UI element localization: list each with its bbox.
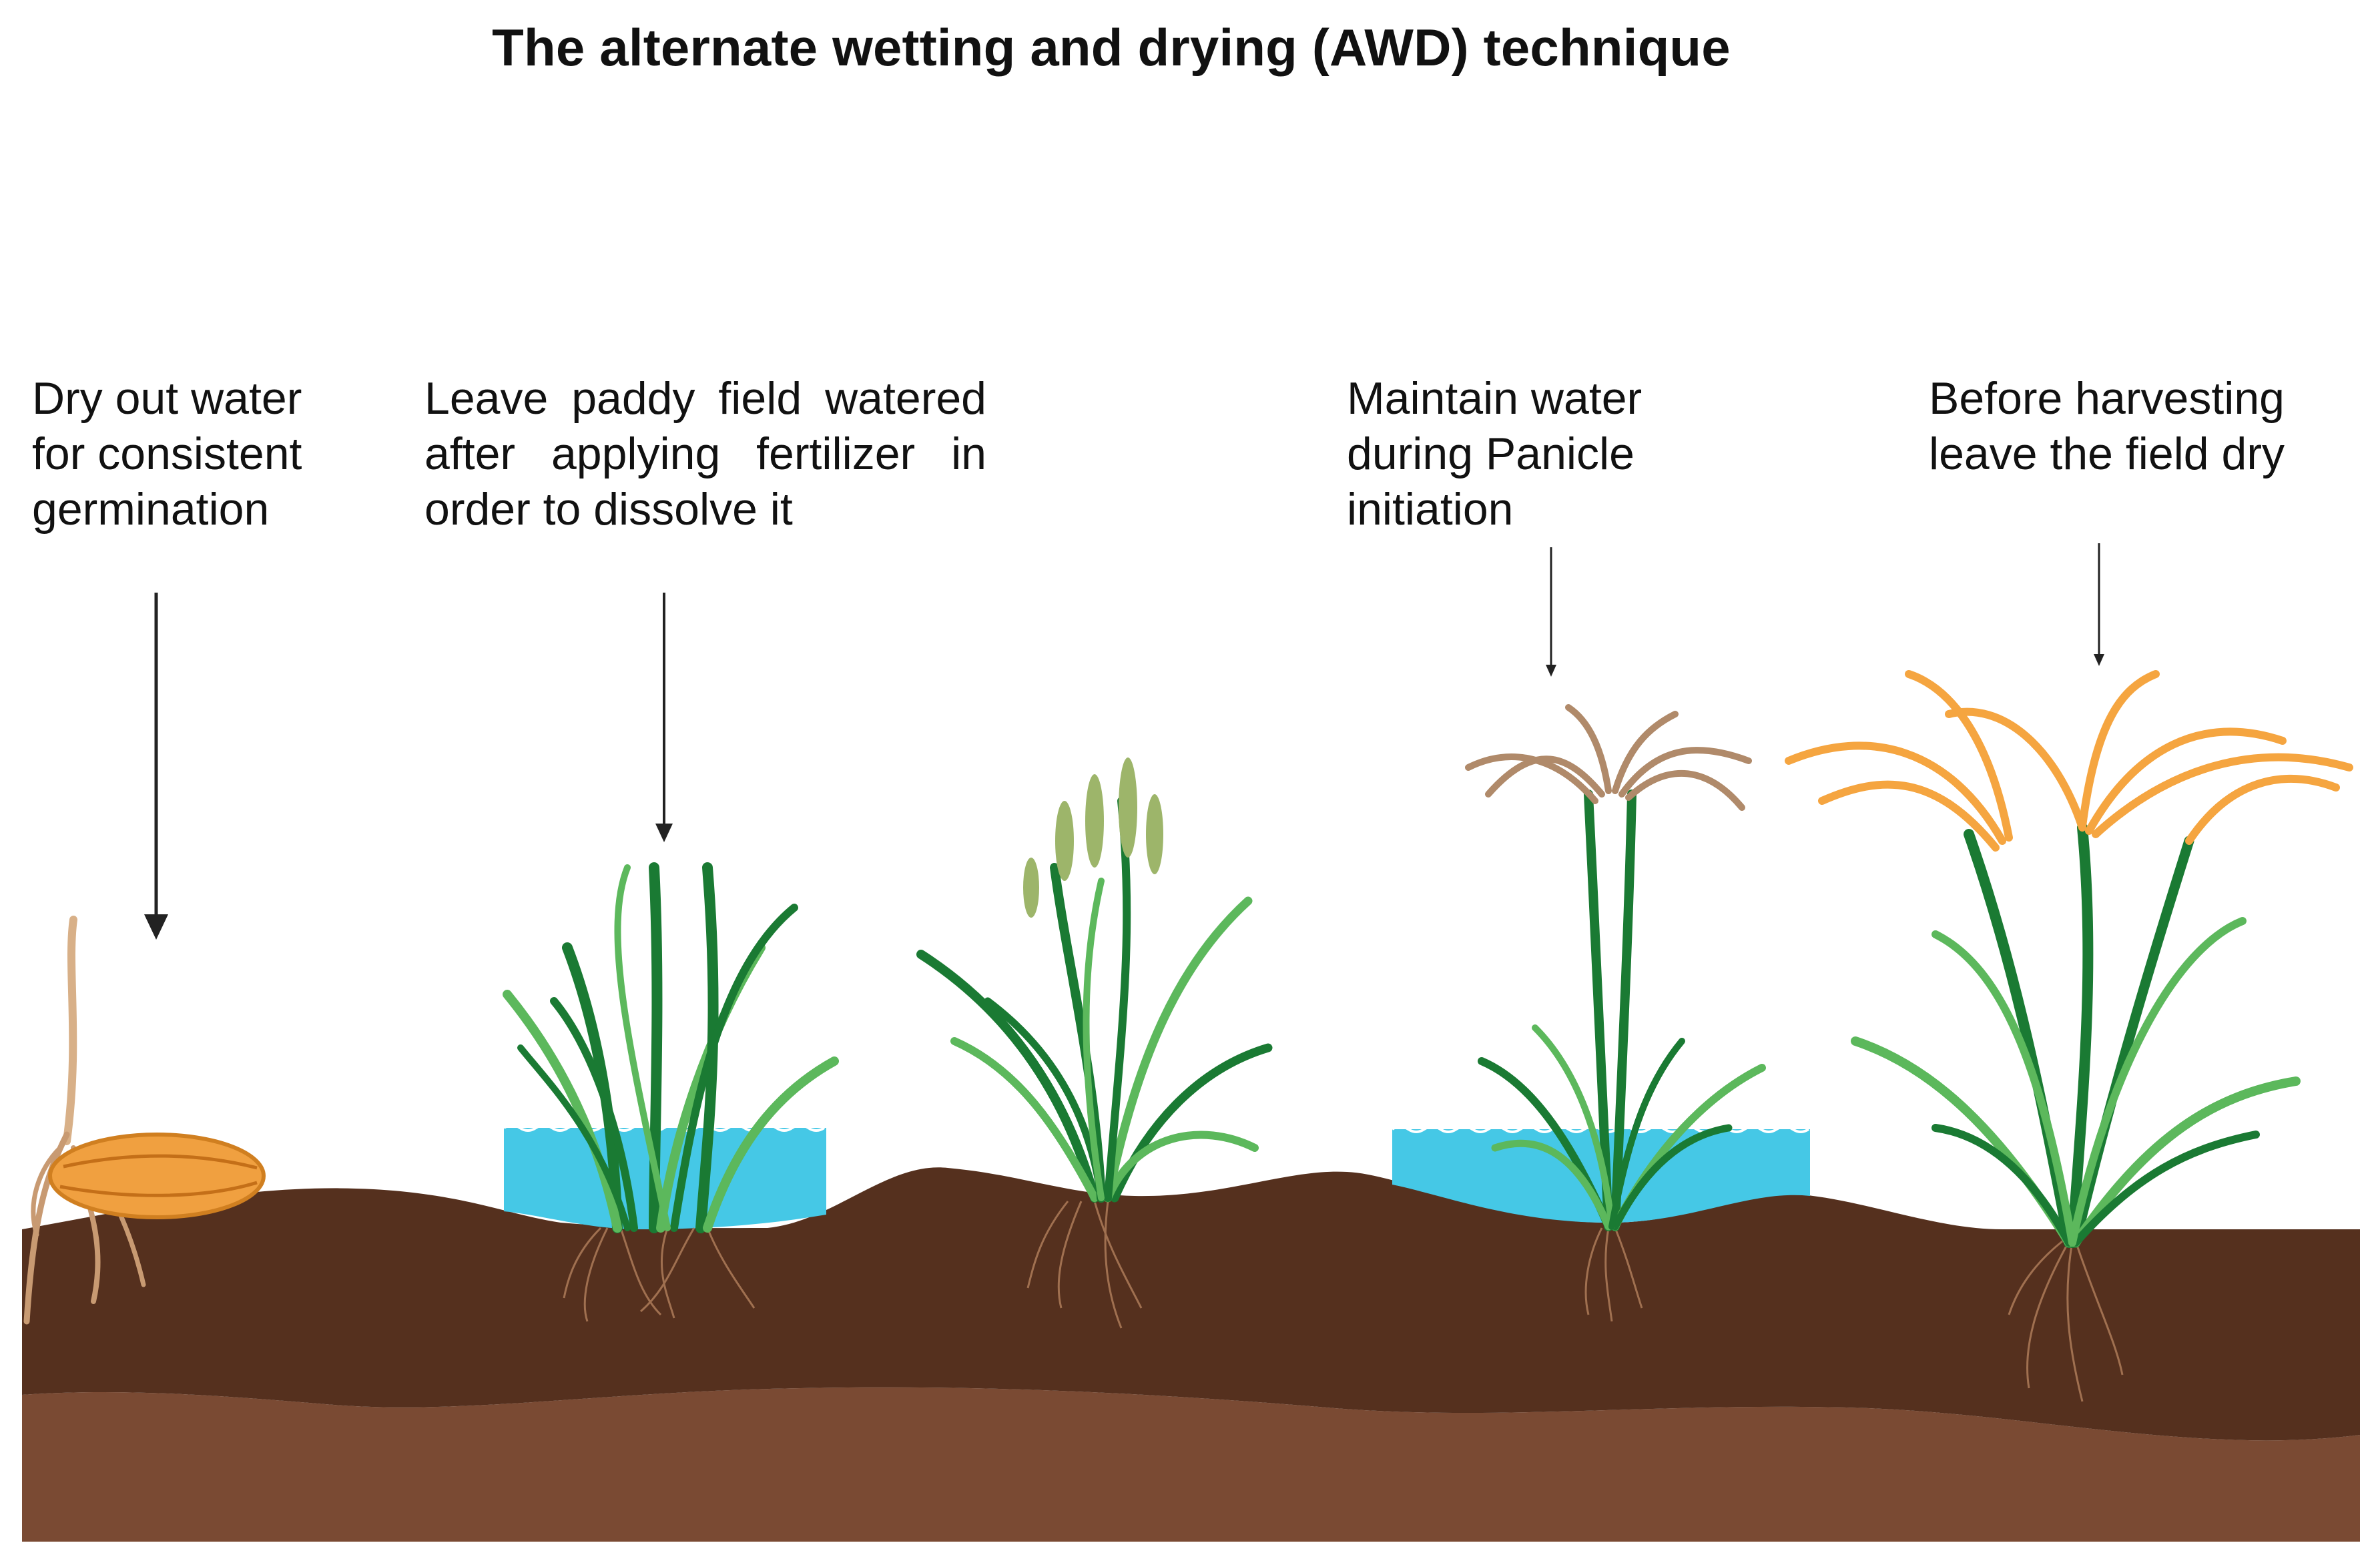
step-4-label: Before harvesting leave the field dry <box>1929 373 2285 479</box>
rice-plant-mature <box>1785 670 2353 1402</box>
rice-plant-tillering <box>916 757 1273 1329</box>
arrow-step-2 <box>655 593 673 842</box>
arrow-step-3 <box>1546 547 1556 677</box>
step-3-label: Maintain water during Panicle initiation <box>1347 373 1643 535</box>
arrow-step-4 <box>2094 543 2104 666</box>
step-1-label: Dry out water for consistent germination <box>32 373 302 535</box>
soil-upper-layer <box>22 1167 2360 1441</box>
step-2-label: Leave paddy field watered after applying… <box>424 373 986 535</box>
rice-plant-young <box>503 862 839 1322</box>
diagram-title: The alternate wetting and drying (AWD) t… <box>492 18 1731 77</box>
soil-lower-layer <box>22 1387 2360 1542</box>
rice-plant-panicle-initiation <box>1465 704 1766 1322</box>
germinating-seed <box>23 916 266 1325</box>
arrow-step-1 <box>144 593 168 940</box>
